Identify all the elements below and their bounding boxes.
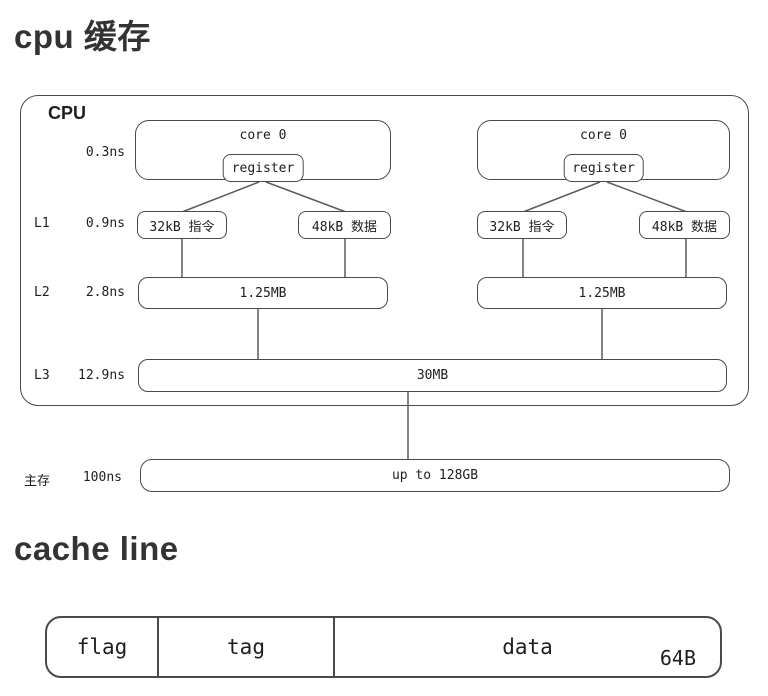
core-name: core 0 (239, 128, 287, 143)
latency-row-l3: L3 12.9ns (34, 368, 125, 383)
latency-label: 100ns (82, 470, 122, 485)
cpu-container: CPU (20, 95, 749, 406)
l1-data-cache-box: 48kB 数据 (639, 211, 730, 239)
latency-row-register: 0.3ns (34, 145, 125, 160)
cache-line-data-label: data (502, 635, 553, 659)
latency-label: 0.9ns (85, 216, 125, 231)
level-label: L1 (34, 216, 50, 231)
section-title-cpu-cache: cpu 缓存 (14, 18, 151, 55)
cpu-label: CPU (48, 103, 87, 123)
core-name: core 0 (580, 128, 627, 143)
core-box: core 0 register (477, 120, 730, 182)
level-label: L3 (34, 368, 50, 383)
level-label: L2 (34, 285, 50, 300)
latency-label: 0.3ns (85, 145, 125, 160)
cache-line-tag-cell: tag (159, 618, 335, 676)
latency-row-l1: L1 0.9ns (34, 216, 125, 231)
section-title-cache-line: cache line (14, 530, 179, 567)
latency-row-main-memory: 主存 100ns (24, 470, 122, 489)
core-box: core 0 register (135, 120, 391, 182)
register-box: register (563, 154, 644, 182)
l1-data-cache-box: 48kB 数据 (298, 211, 391, 239)
l3-cache-box: 30MB (138, 359, 727, 392)
cache-line-flag-cell: flag (47, 618, 159, 676)
l1-instruction-cache-box: 32kB 指令 (137, 211, 227, 239)
cache-line-data-cell: data 64B (335, 618, 720, 676)
l2-cache-box: 1.25MB (138, 277, 388, 309)
level-label: 主存 (24, 474, 51, 489)
latency-label: 2.8ns (85, 285, 125, 300)
latency-label: 12.9ns (78, 368, 125, 383)
register-box: register (222, 154, 304, 182)
l1-instruction-cache-box: 32kB 指令 (477, 211, 567, 239)
cache-line-size-label: 64B (659, 646, 696, 670)
latency-row-l2: L2 2.8ns (34, 285, 125, 300)
cache-line-box: flag tag data 64B (45, 616, 722, 678)
l2-cache-box: 1.25MB (477, 277, 727, 309)
main-memory-box: up to 128GB (140, 459, 730, 492)
